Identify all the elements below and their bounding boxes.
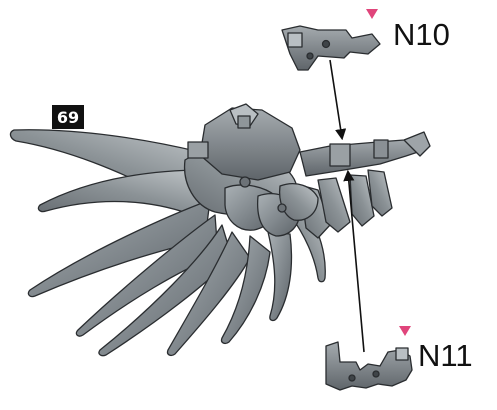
step-number: 69 [57,108,79,127]
wing-joint-tab [238,116,250,128]
wing-peg [278,204,286,212]
triangle-marker-icon [366,9,378,19]
part-code-n11: N11 [418,338,473,373]
wing-frame-socket [330,144,350,166]
part-code-n10: N10 [393,17,450,52]
wing-feather [268,232,291,320]
wing-peg [240,177,250,187]
triangle-marker-icon [399,326,411,336]
wing-assembly [10,104,430,356]
wing-frame-bar [300,138,424,176]
wing-frame-socket [374,140,388,158]
wing-joint-tab [188,142,208,158]
part-n11 [326,342,412,390]
step-number-badge: 69 [52,105,84,129]
arrow-icon [330,60,342,138]
